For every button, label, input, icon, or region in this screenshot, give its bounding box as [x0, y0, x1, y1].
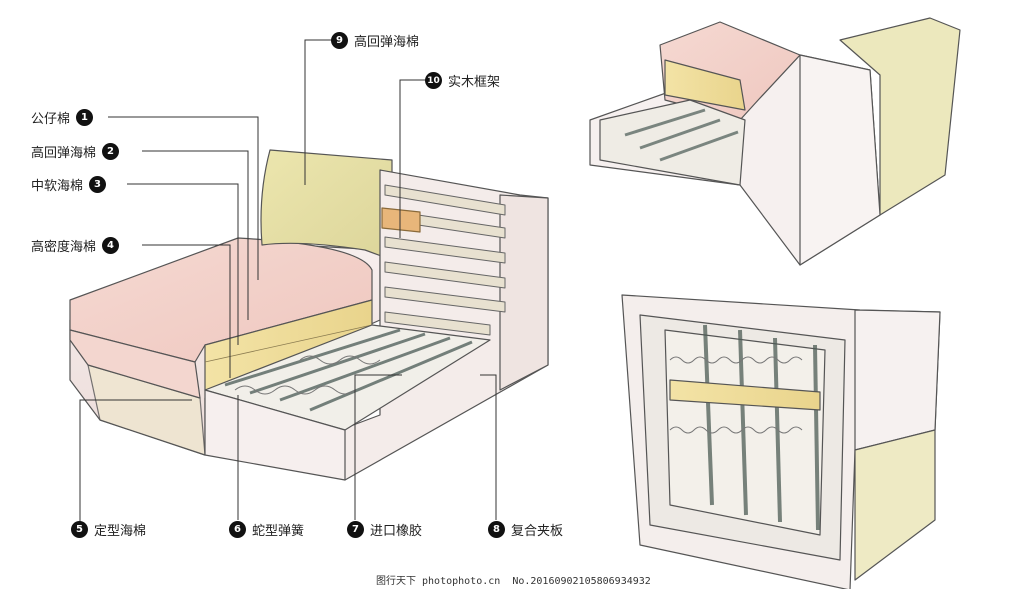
label-6-badge: 6 — [229, 521, 246, 538]
label-6-text: 蛇型弹簧 — [252, 524, 305, 539]
leader-line-2 — [142, 150, 249, 320]
label-8-badge: 8 — [488, 521, 505, 538]
label-4-badge: 4 — [102, 237, 120, 254]
label-9: 9 高回弹海棉 — [331, 31, 419, 50]
label-10-badge: 10 — [425, 72, 442, 89]
label-10-text: 实木框架 — [448, 75, 501, 90]
label-6: 6 蛇型弹簧 — [229, 520, 304, 539]
leader-line-9 — [304, 39, 336, 185]
label-9-badge: 9 — [331, 32, 348, 49]
label-1: 公仔棉 1 — [31, 108, 94, 127]
leader-line-1 — [108, 116, 259, 280]
label-3-text: 中软海棉 — [31, 179, 84, 194]
label-2: 高回弹海棉 2 — [31, 142, 120, 161]
bottom-right-sofa-illustration — [621, 294, 941, 589]
label-4: 高密度海棉 4 — [31, 236, 120, 255]
label-2-badge: 2 — [102, 143, 120, 160]
watermark: 图行天下 photophoto.cn No.201609021058069349… — [376, 572, 657, 587]
leader-line-10 — [399, 79, 428, 238]
leader-line-5 — [79, 399, 192, 522]
label-1-text: 公仔棉 — [31, 112, 71, 127]
label-4-text: 高密度海棉 — [31, 240, 97, 255]
leader-line-8 — [480, 374, 497, 520]
watermark-site: 图行天下 photophoto.cn — [376, 576, 501, 587]
top-right-sofa-illustration — [589, 17, 961, 266]
label-7-text: 进口橡胶 — [370, 524, 423, 539]
label-5: 5 定型海棉 — [71, 520, 146, 539]
main-sofa-illustration — [69, 149, 549, 481]
label-5-text: 定型海棉 — [94, 524, 147, 539]
label-3-badge: 3 — [89, 176, 107, 193]
label-8: 8 复合夹板 — [488, 520, 563, 539]
leader-line-7 — [354, 374, 402, 520]
leader-lines — [79, 39, 497, 522]
watermark-id: No.20160902105806934932 — [512, 576, 651, 587]
label-7-badge: 7 — [347, 521, 364, 538]
label-9-text: 高回弹海棉 — [354, 35, 420, 50]
label-10: 10 实木框架 — [425, 71, 500, 90]
leader-line-4 — [142, 244, 231, 378]
label-5-badge: 5 — [71, 521, 88, 538]
label-8-text: 复合夹板 — [511, 524, 564, 539]
leader-line-3 — [127, 183, 239, 345]
label-2-text: 高回弹海棉 — [31, 146, 97, 161]
label-1-badge: 1 — [76, 109, 94, 126]
label-7: 7 进口橡胶 — [347, 520, 422, 539]
label-3: 中软海棉 3 — [31, 175, 107, 194]
